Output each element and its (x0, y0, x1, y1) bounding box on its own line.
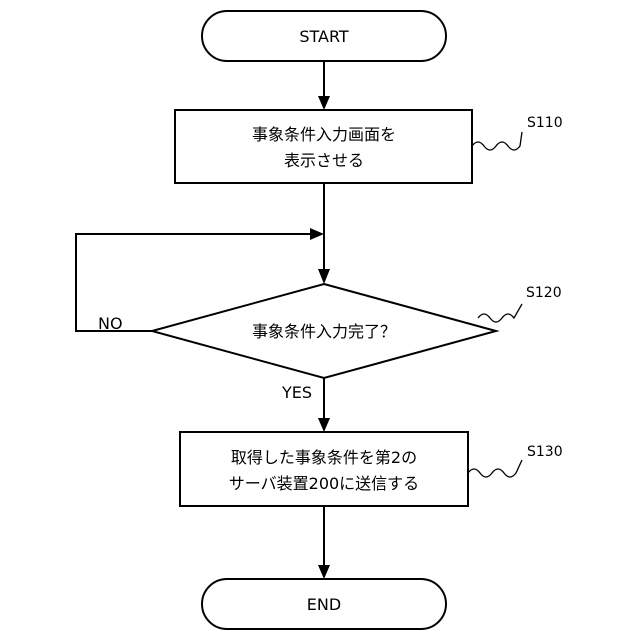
process-s130-line1: 取得した事象条件を第2の (231, 448, 417, 467)
process-s130-line2: サーバ装置200に送信する (229, 474, 419, 493)
end-terminal: END (202, 579, 446, 629)
yes-label: YES (281, 383, 312, 402)
s130-step-label: S130 (527, 444, 563, 460)
arrow-s130-to-end (318, 506, 330, 579)
start-label: START (299, 27, 349, 46)
s110-step-label: S110 (527, 115, 563, 131)
s120-leader-line (478, 304, 522, 322)
process-s110-box (175, 110, 472, 183)
s120-step-label: S120 (526, 285, 562, 301)
no-label: NO (98, 314, 123, 333)
end-label: END (307, 595, 341, 614)
s130-leader-line (468, 460, 522, 477)
process-s130: 取得した事象条件を第2の サーバ装置200に送信する (180, 432, 468, 506)
decision-s120: 事象条件入力完了？ (152, 284, 496, 378)
arrow-start-to-s110 (318, 61, 330, 110)
process-s110-line1: 事象条件入力画面を (252, 125, 396, 144)
process-s110: 事象条件入力画面を 表示させる (175, 110, 472, 183)
arrow-decision-to-s130 (318, 378, 330, 432)
decision-s120-text: 事象条件入力完了？ (252, 322, 396, 341)
process-s130-box (180, 432, 468, 506)
start-terminal: START (202, 11, 446, 61)
s110-leader-line (472, 132, 522, 150)
process-s110-line2: 表示させる (284, 151, 364, 170)
